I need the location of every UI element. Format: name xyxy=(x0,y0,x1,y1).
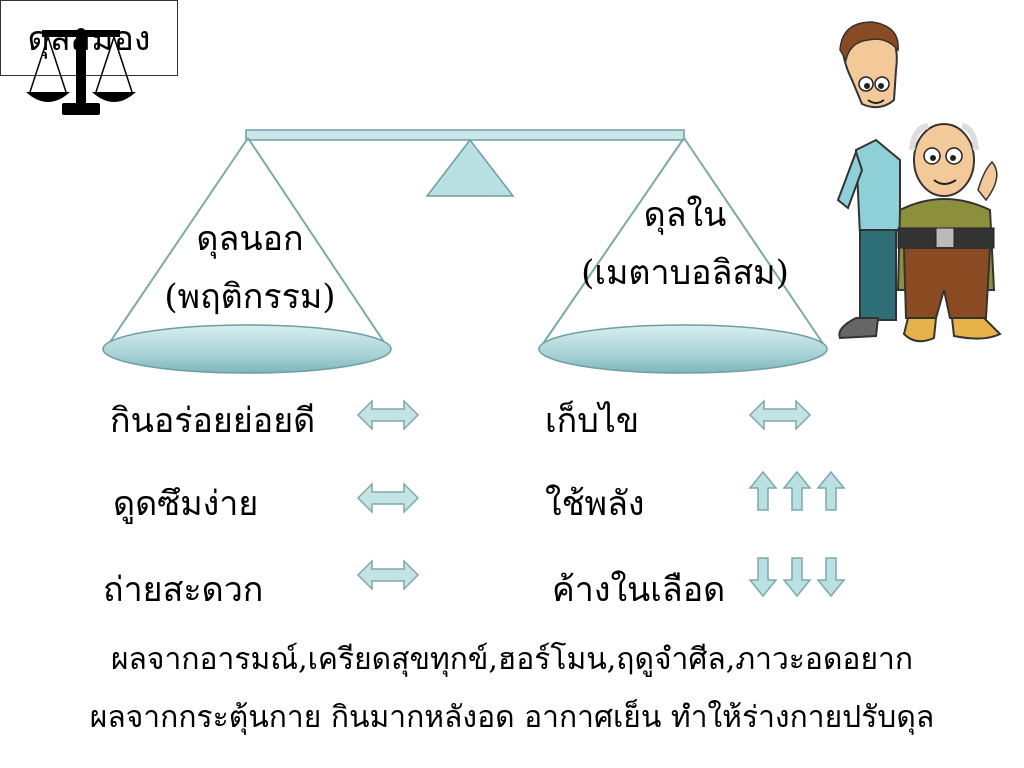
right-pan-label-line1: ดุลใน xyxy=(643,195,727,235)
right-item: ค้างในเลือด xyxy=(552,570,726,610)
bottom-line: ผลจากอารมณ์,เครียดสุขทุกข์,ฮอร์โมน,ฤดูจำ… xyxy=(110,642,914,677)
right-pan-label-line2: (เมตาบอลิสม) xyxy=(581,253,789,293)
left-pan xyxy=(102,324,392,374)
left-pan-label-line1: ดุลนอก xyxy=(196,219,304,259)
left-pan-label: ดุลนอก (พฤติกรรม) xyxy=(150,210,350,326)
right-item: เก็บไข xyxy=(545,401,640,441)
title-box: ดุลสมอง xyxy=(0,0,178,76)
right-pan-label: ดุลใน (เมตาบอลิสม) xyxy=(570,186,800,302)
old-man-figure xyxy=(896,123,1002,343)
left-item: กินอร่อยย่อยดี xyxy=(110,401,316,441)
balance-beam xyxy=(245,129,685,141)
right-pan xyxy=(538,324,828,374)
bottom-line: ผลจากกระตุ้นกาย กินมากหลังอด อากาศเย็น ท… xyxy=(89,700,935,735)
fulcrum xyxy=(425,138,515,197)
young-man-figure xyxy=(836,21,901,340)
left-item: ดูดซึมง่าย xyxy=(113,484,259,524)
left-pan-label-line2: (พฤติกรรม) xyxy=(164,277,336,317)
left-item: ถ่ายสะดวก xyxy=(103,570,264,610)
right-item: ใช้พลัง xyxy=(545,484,645,524)
